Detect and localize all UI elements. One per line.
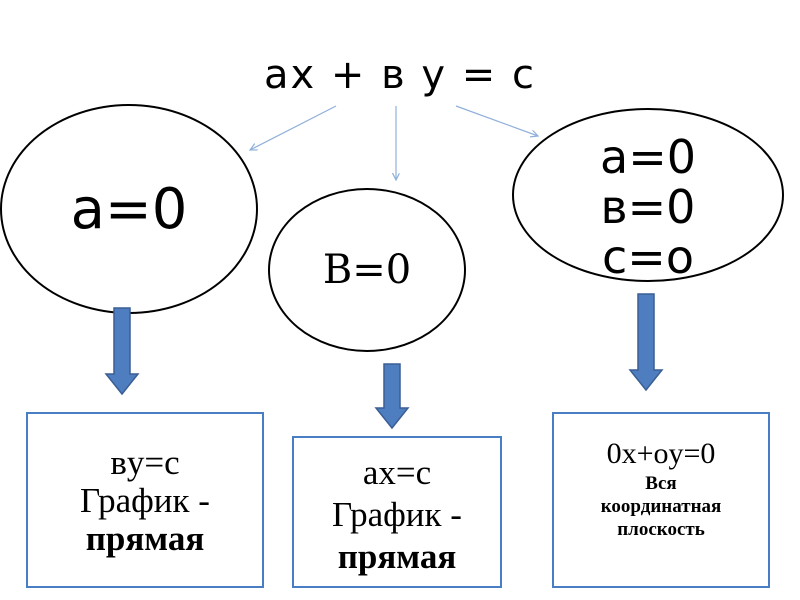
result-text-line: плоскость bbox=[617, 519, 705, 540]
case-label-a0: a=0 bbox=[600, 130, 696, 184]
result-graph-type: прямая bbox=[337, 537, 457, 576]
case-ellipse-b0: B=0 bbox=[268, 188, 466, 352]
case-label-a0: a=0 bbox=[70, 176, 188, 242]
result-equation: вy=c bbox=[110, 443, 180, 482]
result-graph-type: прямая bbox=[85, 519, 205, 558]
connector-left bbox=[250, 105, 337, 150]
result-equation: ax=c bbox=[362, 453, 432, 492]
case-ellipse-all-zero: a=0 в=0 с=о bbox=[512, 108, 784, 282]
equation-title: ax + в y = c bbox=[263, 52, 537, 98]
down-arrow-icon bbox=[628, 293, 664, 392]
result-graph-label: График - bbox=[80, 481, 210, 520]
result-box-3: 0x+oy=0 Вся координатная плоскость bbox=[552, 412, 770, 588]
result-text-line: координатная bbox=[600, 496, 722, 517]
result-text-line: Вся bbox=[645, 473, 677, 494]
down-arrow-icon bbox=[104, 307, 140, 396]
result-graph-label: График - bbox=[332, 495, 462, 534]
case-label-c0: с=о bbox=[602, 230, 694, 284]
connector-right bbox=[455, 105, 538, 136]
result-box-1: вy=c График - прямая bbox=[26, 412, 264, 588]
case-ellipse-a0: a=0 bbox=[0, 104, 258, 314]
result-box-2: ax=c График - прямая bbox=[292, 436, 502, 588]
result-equation: 0x+oy=0 bbox=[606, 437, 716, 470]
down-arrow-icon bbox=[374, 363, 410, 430]
case-label-b0: B=0 bbox=[322, 247, 412, 293]
case-label-b0: в=0 bbox=[600, 180, 696, 234]
